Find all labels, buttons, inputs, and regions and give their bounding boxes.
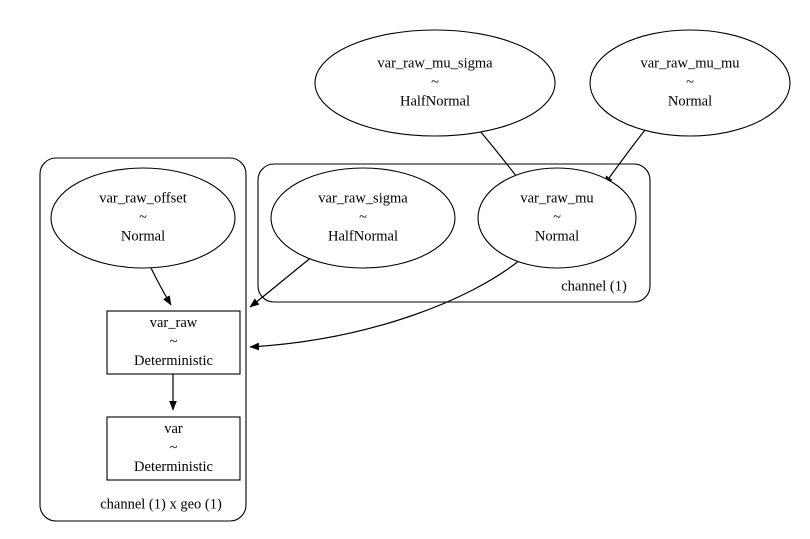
node-shape-ellipse[interactable] <box>589 29 791 137</box>
plate-border <box>39 157 247 522</box>
node-distribution: Deterministic <box>134 353 213 369</box>
node-distribution: Deterministic <box>134 459 213 475</box>
node-shape-rect[interactable] <box>106 416 241 481</box>
node-name: var_raw <box>150 315 198 331</box>
node-shape-rect[interactable] <box>106 310 241 375</box>
plate-channel_geo: channel (1) x geo (1) <box>39 157 247 522</box>
node-var_raw_mu[interactable]: var_raw_mu ~ Normal <box>477 167 637 269</box>
node-distribution: Normal <box>668 93 712 109</box>
plate-label: channel (1) x geo (1) <box>100 496 222 512</box>
node-tilde: ~ <box>359 209 367 225</box>
node-name: var <box>164 421 183 437</box>
node-name: var_raw_offset <box>99 190 187 206</box>
node-var_raw[interactable]: var_raw ~ Deterministic <box>106 310 241 375</box>
edge-var_raw_mu_mu-to-var_raw_mu <box>603 129 646 186</box>
node-name: var_raw_mu_sigma <box>377 55 493 71</box>
node-tilde: ~ <box>431 74 439 90</box>
node-name: var_raw_mu <box>520 190 593 206</box>
node-shape-ellipse[interactable] <box>314 29 556 137</box>
node-var_raw_offset[interactable]: var_raw_offset ~ Normal <box>50 167 236 269</box>
edges-layer <box>150 129 646 411</box>
node-distribution: Normal <box>121 228 165 244</box>
edge-var_raw_sigma-to-var_raw <box>249 255 314 308</box>
edge-var_raw_offset-to-var_raw <box>150 267 172 306</box>
node-tilde: ~ <box>170 334 178 350</box>
node-tilde: ~ <box>139 209 147 225</box>
plate-channel: channel (1) <box>257 163 651 303</box>
plate-border <box>257 163 651 303</box>
nodes-layer: var_raw_mu_sigma ~ HalfNormal var_raw_mu_mu… <box>50 29 791 481</box>
plate-label: channel (1) <box>561 278 627 294</box>
node-tilde: ~ <box>553 209 561 225</box>
node-distribution: HalfNormal <box>328 228 398 244</box>
node-var[interactable]: var ~ Deterministic <box>106 416 241 481</box>
node-var_raw_sigma[interactable]: var_raw_sigma ~ HalfNormal <box>270 167 456 269</box>
node-tilde: ~ <box>170 440 178 456</box>
node-var_raw_mu_sigma[interactable]: var_raw_mu_sigma ~ HalfNormal <box>314 29 556 137</box>
node-distribution: Normal <box>535 228 579 244</box>
node-distribution: HalfNormal <box>400 93 470 109</box>
node-var_raw_mu_mu[interactable]: var_raw_mu_mu ~ Normal <box>589 29 791 137</box>
plates-layer: channel (1) x geo (1) channel (1) <box>39 157 651 522</box>
node-shape-ellipse[interactable] <box>270 167 456 269</box>
node-shape-ellipse[interactable] <box>50 167 236 269</box>
edge-var_raw_mu-to-var_raw <box>249 259 521 351</box>
node-name: var_raw_sigma <box>318 190 408 206</box>
node-tilde: ~ <box>686 74 694 90</box>
node-shape-ellipse[interactable] <box>477 167 637 269</box>
node-name: var_raw_mu_mu <box>640 55 739 71</box>
